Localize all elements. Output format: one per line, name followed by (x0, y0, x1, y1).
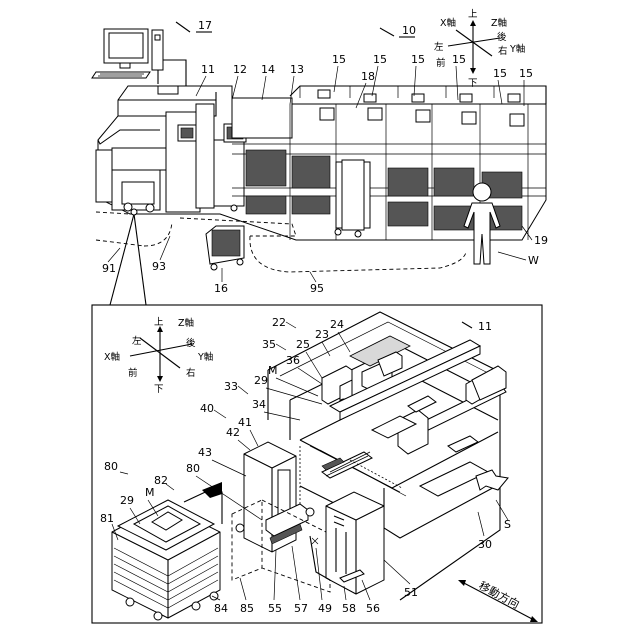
d-axis-back: 後 (186, 337, 196, 349)
d-axis-front: 前 (128, 367, 138, 379)
mounter-body (268, 312, 508, 600)
axis-left-label: 左 (434, 41, 444, 53)
zoom-line-right (134, 214, 146, 305)
ref-19: 19 (534, 234, 548, 247)
ref-15f: 15 (519, 67, 533, 80)
svg-text:58: 58 (342, 602, 356, 615)
ref-14: 14 (261, 63, 275, 76)
ref-11: 11 (201, 63, 215, 76)
svg-text:43: 43 (198, 446, 212, 459)
svg-text:81: 81 (100, 512, 114, 525)
svg-text:36: 36 (286, 354, 300, 367)
svg-text:25: 25 (296, 338, 310, 351)
svg-text:29: 29 (254, 374, 268, 387)
svg-text:34: 34 (252, 398, 266, 411)
svg-text:41: 41 (238, 416, 252, 429)
system-leader (380, 28, 394, 36)
ref-91: 91 (102, 262, 116, 275)
svg-text:42: 42 (226, 426, 240, 439)
ref-W: W (528, 254, 539, 267)
ref-18: 18 (361, 70, 375, 83)
axis-x-label: X軸 (440, 17, 456, 29)
svg-text:35: 35 (262, 338, 276, 351)
d-axis-right: 右 (186, 367, 196, 379)
axis-y-label: Y軸 (509, 43, 525, 55)
host-ref: 17 (198, 19, 212, 32)
svg-text:M: M (145, 486, 155, 499)
svg-text:30: 30 (478, 538, 492, 551)
ref-95: 95 (310, 282, 324, 295)
ref-15d: 15 (452, 53, 466, 66)
ref-15c: 15 (411, 53, 425, 66)
d-axis-up: 上 (154, 317, 164, 328)
d-axis-z: Z軸 (178, 317, 194, 329)
path-91-93 (96, 222, 172, 246)
movement-direction: 移動方向 (458, 578, 538, 622)
d-axis-y: Y軸 (197, 351, 213, 363)
point-marker (312, 538, 318, 544)
svg-text:84: 84 (214, 602, 228, 615)
zoom-origin (131, 209, 137, 215)
axis-up-label: 上 (468, 9, 478, 20)
axis-glyph-top: 上 下 X軸 Z軸 左 後 前 右 Y軸 (434, 9, 525, 89)
svg-text:57: 57 (294, 602, 308, 615)
detail-machine-ref: 11 (478, 320, 492, 333)
svg-text:24: 24 (330, 318, 344, 331)
path-95 (250, 236, 466, 272)
ref-15e: 15 (493, 67, 507, 80)
axis-glyph-detail: 上 下 Z軸 左 後 X軸 Y軸 前 右 (104, 317, 213, 395)
svg-text:M: M (268, 364, 278, 377)
svg-text:85: 85 (240, 602, 254, 615)
svg-text:23: 23 (315, 328, 329, 341)
d-axis-left: 左 (132, 335, 142, 347)
svg-text:82: 82 (154, 474, 168, 487)
ref-13: 13 (290, 63, 304, 76)
loader-cart (206, 226, 244, 270)
svg-text:49: 49 (318, 602, 332, 615)
svg-text:29: 29 (120, 494, 134, 507)
svg-text:22: 22 (272, 316, 286, 329)
path-front (96, 212, 130, 214)
axis-right-label: 右 (498, 45, 508, 57)
svg-text:56: 56 (366, 602, 380, 615)
svg-text:80: 80 (104, 460, 118, 473)
direction-label: 移動方向 (477, 578, 522, 611)
feeder-stand (310, 492, 384, 594)
host-computer (92, 29, 186, 92)
system-ref: 10 (402, 24, 416, 37)
axis-z-label: Z軸 (491, 17, 507, 29)
svg-text:33: 33 (224, 380, 238, 393)
axis-down-label: 下 (468, 78, 478, 89)
zoom-line-left (110, 214, 134, 305)
svg-text:40: 40 (200, 402, 214, 415)
ref-93: 93 (152, 260, 166, 273)
host-leader (176, 22, 190, 32)
d-axis-down: 下 (154, 384, 164, 395)
detail-machine-leader (462, 322, 472, 328)
ref-16: 16 (214, 282, 228, 295)
ref-12: 12 (233, 63, 247, 76)
ref-15a: 15 (332, 53, 346, 66)
axis-front-label: 前 (436, 57, 446, 69)
ref-15b: 15 (373, 53, 387, 66)
d-axis-x: X軸 (104, 351, 120, 363)
svg-text:80: 80 (186, 462, 200, 475)
axis-back-label: 後 (497, 31, 507, 43)
svg-text:51: 51 (404, 586, 418, 599)
svg-text:55: 55 (268, 602, 282, 615)
svg-text:S: S (504, 518, 511, 531)
